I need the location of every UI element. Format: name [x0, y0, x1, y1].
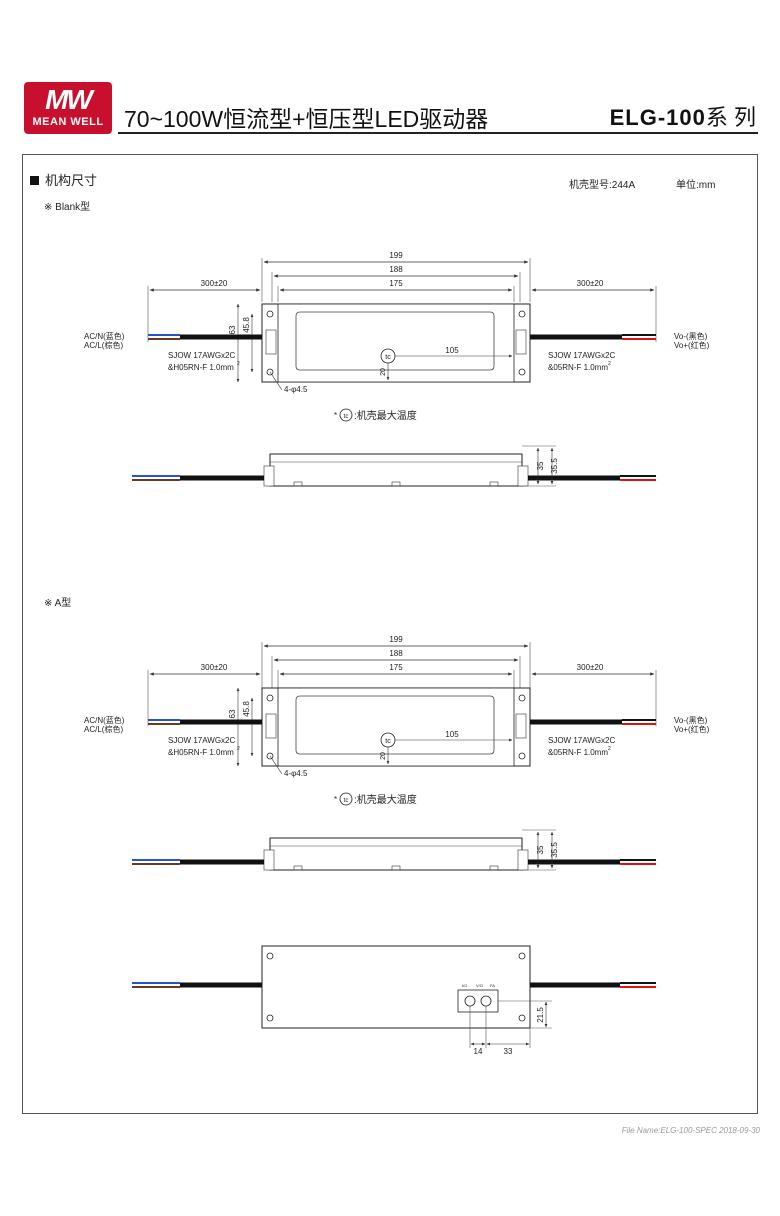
type-label-a: ※ A型 — [44, 598, 72, 609]
model-name: ELG-100 — [609, 105, 706, 130]
dim-cable-right: 300±20 — [577, 279, 604, 288]
type-label-blank: ※ Blank型 — [44, 202, 91, 213]
dim-body-a: 175 — [389, 663, 403, 672]
blank-top-view: 199 188 175 300±20 300±20 63 45.8 tc 105 — [84, 251, 710, 394]
mean-well-logo: MW MEAN WELL — [24, 82, 112, 134]
wire-vo-pos: Vo+(红色) — [674, 340, 710, 350]
dim-mount: 188 — [389, 265, 403, 274]
unit-label: 单位:mm — [676, 180, 716, 191]
dim-adj-w2: 33 — [504, 1047, 513, 1056]
cable-out-2: &05RN-F 1.0mm — [548, 363, 608, 372]
dim-mount-a: 188 — [389, 649, 403, 658]
cable-out-1: SJOW 17AWGx2C — [548, 351, 615, 360]
dim-side-h1-a: 35 — [536, 845, 545, 854]
cable-out-sq: 2 — [608, 361, 611, 367]
tc-note-blank: * tc :机壳最大温度 — [334, 408, 417, 422]
dim-adj-w1: 14 — [474, 1047, 483, 1056]
section-title: 机构尺寸 — [30, 170, 97, 189]
wire-vo-neg: Vo-(黑色) — [674, 331, 708, 341]
dim-body: 175 — [389, 279, 403, 288]
adj-vo-label: V/O — [476, 983, 483, 988]
dim-cable-right-a: 300±20 — [577, 663, 604, 672]
tc-note-a: * tc :机壳最大温度 — [334, 792, 417, 806]
tc-note-symbol-a: tc — [344, 798, 349, 804]
dim-cable-left: 300±20 — [201, 279, 228, 288]
wire-acn-a: AC/N(蓝色) — [84, 715, 125, 725]
dim-height: 63 — [228, 325, 237, 334]
dim-height-a: 63 — [228, 709, 237, 718]
cable-in-2-a: &H05RN-F 1.0mm — [168, 748, 234, 757]
cable-out-sq-a: 2 — [608, 746, 611, 752]
blank-side-view: 35 35.5 — [132, 445, 656, 487]
dim-cable-left-a: 300±20 — [201, 663, 228, 672]
dim-overall: 199 — [389, 251, 403, 260]
series-suffix: 系 列 — [705, 105, 756, 130]
a-side-view: 35 35.5 — [132, 829, 656, 871]
cable-in-1: SJOW 17AWGx2C — [168, 351, 235, 360]
wire-acl: AC/L(棕色) — [84, 340, 123, 350]
adj-fa-label: FA — [490, 983, 495, 988]
dim-side-h2-a: 35.5 — [550, 842, 559, 858]
a-bottom-view: I/O V/O FA 14 33 21.5 — [132, 945, 656, 1056]
tc-note-prefix: * — [334, 411, 337, 420]
wire-acl-a: AC/L(棕色) — [84, 724, 123, 734]
drawing-frame — [22, 154, 758, 1114]
dim-hole-span-a: 45.8 — [242, 701, 251, 717]
tc-symbol-a: tc — [385, 738, 391, 745]
dim-hole-span: 45.8 — [242, 317, 251, 333]
wire-acn: AC/N(蓝色) — [84, 331, 125, 341]
dim-overall-a: 199 — [389, 635, 403, 644]
cable-in-sq: 2 — [237, 361, 240, 367]
dim-tc-offset-a: 20 — [380, 752, 387, 760]
dim-holes-a: 4-φ4.5 — [284, 769, 308, 778]
tc-note-text-a: :机壳最大温度 — [354, 793, 417, 806]
tc-note-prefix-a: * — [334, 795, 337, 804]
series-title: ELG-100系 列 — [610, 100, 756, 132]
wire-vo-pos-a: Vo+(红色) — [674, 724, 710, 734]
header-rule — [118, 132, 758, 134]
dim-side-h1: 35 — [536, 461, 545, 470]
wire-vo-neg-a: Vo-(黑色) — [674, 715, 708, 725]
logo-name: MEAN WELL — [32, 116, 104, 128]
dim-holes: 4-φ4.5 — [284, 385, 308, 394]
tc-note-text: :机壳最大温度 — [354, 409, 417, 422]
adj-io-label: I/O — [462, 983, 467, 988]
dim-adj-h: 21.5 — [536, 1007, 545, 1023]
cable-out-1-a: SJOW 17AWGx2C — [548, 736, 615, 745]
cable-in-2: &H05RN-F 1.0mm — [168, 363, 234, 372]
a-top-view: 199 188 175 300±20 300±20 63 45.8 tc 105 — [84, 635, 710, 778]
section-title-text: 机构尺寸 — [45, 173, 98, 188]
cable-out-2-a: &05RN-F 1.0mm — [548, 748, 608, 757]
tc-note-symbol: tc — [344, 414, 349, 420]
page-title: 70~100W恒流型+恒压型LED驱动器 — [124, 106, 489, 132]
tc-symbol: tc — [385, 354, 391, 361]
dim-side-h2: 35.5 — [550, 458, 559, 474]
dim-tc-pos-a: 105 — [445, 730, 459, 739]
dim-tc-offset: 20 — [380, 368, 387, 376]
logo-mark: MW — [45, 84, 93, 115]
dim-tc-pos: 105 — [445, 346, 459, 355]
case-number: 机壳型号:244A — [569, 180, 636, 191]
adjust-panel — [457, 989, 499, 1013]
footer-file-name: File Name:ELG-100-SPEC 2018-09-30 — [621, 1126, 760, 1135]
cable-in-1-a: SJOW 17AWGx2C — [168, 736, 235, 745]
cable-in-sq-a: 2 — [237, 746, 240, 752]
square-bullet-icon — [30, 176, 39, 185]
